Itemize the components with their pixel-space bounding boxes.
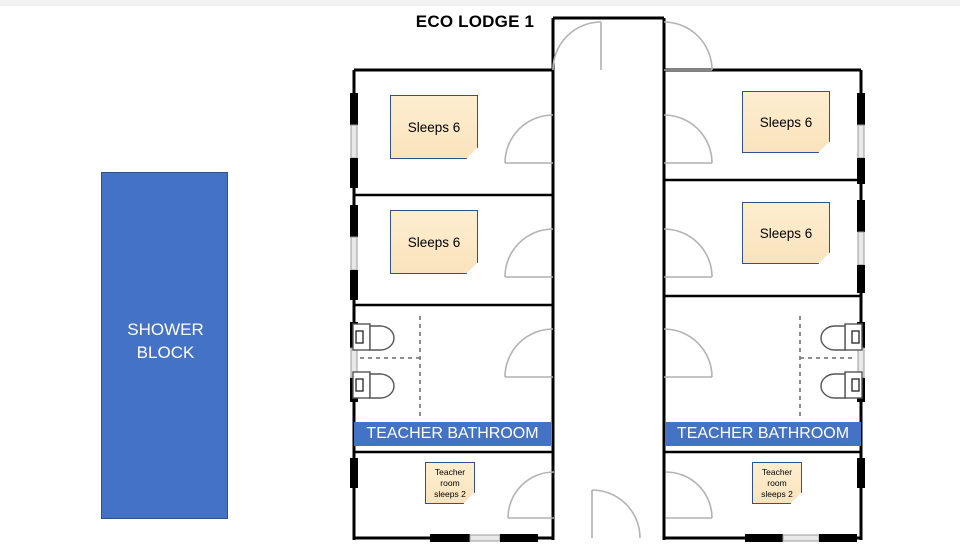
teacher-note-line3: sleeps 2 — [434, 488, 466, 499]
door-arc — [504, 114, 554, 164]
toilet-fixture — [352, 371, 395, 399]
door-arc — [663, 21, 713, 71]
window-marker — [857, 458, 865, 488]
page-title: ECO LODGE 1 — [415, 12, 535, 31]
room-note-label: Sleeps 6 — [759, 225, 813, 241]
shower-block-line2: BLOCK — [136, 343, 195, 362]
door-arc — [663, 228, 713, 278]
window-marker — [745, 534, 783, 542]
top-strip — [0, 0, 960, 6]
teacher-note-line1: Teacher — [761, 466, 793, 477]
window-marker — [350, 270, 358, 300]
teacher-bathroom-banner-left: TEACHER BATHROOM — [354, 422, 551, 446]
note-fold-corner — [466, 262, 478, 274]
room-note-left-mid: Sleeps 6 — [390, 210, 478, 274]
door-arc — [591, 489, 641, 539]
toilet-fixture — [352, 323, 395, 351]
teacher-note-line2: room — [440, 477, 460, 488]
note-fold-corner — [818, 252, 830, 264]
teacher-bathroom-banner-right: TEACHER BATHROOM — [665, 422, 861, 446]
door-arc — [507, 471, 555, 519]
teacher-note-lines: Teacher room sleeps 2 — [761, 467, 793, 500]
window-marker — [430, 534, 470, 542]
teacher-note-line3: sleeps 2 — [761, 488, 793, 499]
room-note-label: Sleeps 6 — [759, 114, 813, 130]
window-marker — [350, 458, 358, 488]
room-note-left-top: Sleeps 6 — [390, 95, 478, 159]
banner-label-left: TEACHER BATHROOM — [366, 425, 539, 442]
door-swings — [504, 21, 713, 539]
window-marker — [819, 534, 857, 542]
teacher-note-line1: Teacher — [434, 466, 466, 477]
stall-partitions-left — [360, 316, 421, 416]
door-arc — [663, 328, 713, 378]
shower-block-label: SHOWER BLOCK — [102, 318, 229, 364]
window-marker — [857, 200, 865, 232]
door-arc — [663, 114, 713, 164]
door-arc — [552, 21, 602, 71]
note-fold-corner — [818, 141, 830, 153]
room-note-label: Sleeps 6 — [407, 234, 461, 250]
room-note-label: Sleeps 6 — [407, 119, 461, 135]
window-marker — [857, 93, 865, 125]
stall-partitions-right — [799, 316, 856, 416]
room-note-right-top: Sleeps 6 — [742, 91, 830, 153]
window-glass — [469, 534, 501, 542]
teacher-room-note-left: Teacher room sleeps 2 — [425, 462, 475, 504]
window-marker — [857, 265, 865, 293]
window-marker — [350, 93, 358, 125]
window-glass — [782, 534, 820, 542]
window-glass — [350, 124, 358, 159]
door-arc — [504, 328, 554, 378]
banner-label-right: TEACHER BATHROOM — [676, 425, 850, 442]
note-fold-corner — [466, 147, 478, 159]
toilet-fixture — [820, 323, 863, 351]
window-glass — [857, 124, 865, 159]
door-arc — [504, 228, 554, 278]
teacher-room-note-right: Teacher room sleeps 2 — [752, 462, 802, 504]
windows-bottom-wall — [430, 534, 857, 542]
window-marker — [857, 158, 865, 184]
toilet-fixtures-right — [820, 323, 863, 399]
shower-block-line1: SHOWER — [127, 320, 204, 339]
toilet-fixture — [820, 371, 863, 399]
room-note-right-mid: Sleeps 6 — [742, 202, 830, 264]
door-arc — [665, 471, 713, 519]
window-marker — [350, 205, 358, 237]
window-marker — [500, 534, 538, 542]
teacher-note-lines: Teacher room sleeps 2 — [434, 467, 466, 500]
window-glass — [857, 231, 865, 266]
toilet-fixtures-left — [352, 323, 395, 399]
window-glass — [350, 236, 358, 271]
shower-block: SHOWER BLOCK — [101, 172, 228, 519]
teacher-note-line2: room — [767, 477, 787, 488]
window-marker — [350, 158, 358, 188]
